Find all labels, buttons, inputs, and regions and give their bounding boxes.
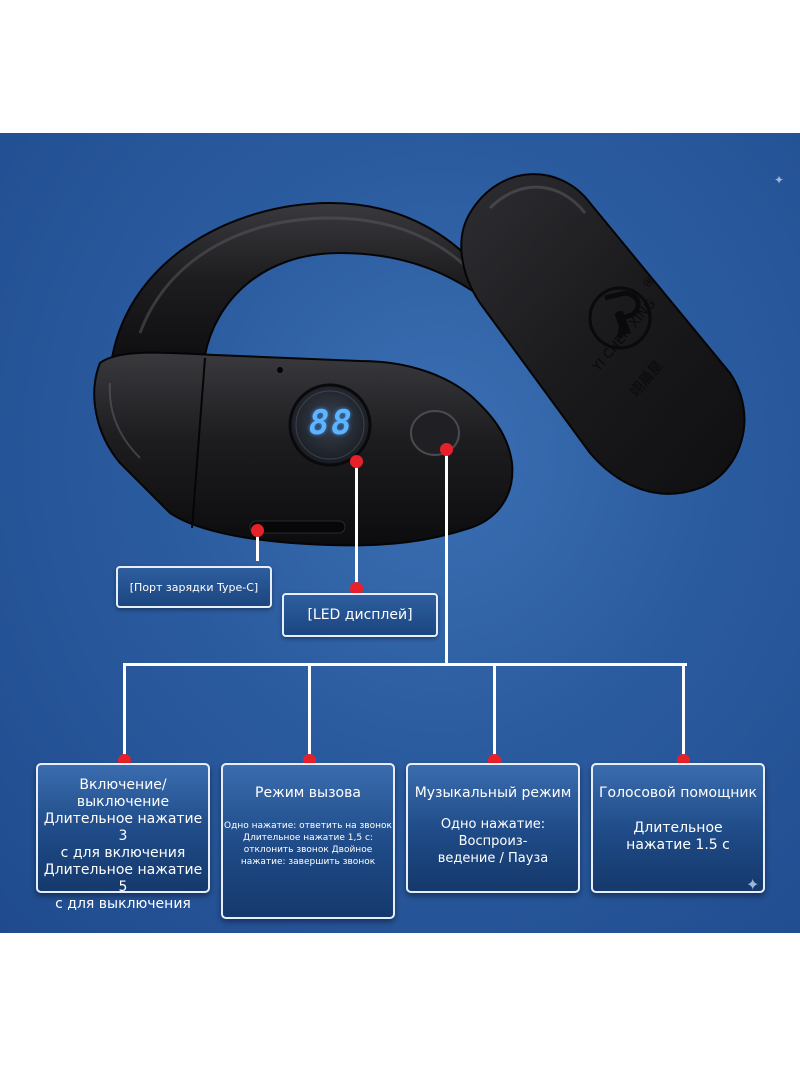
callout-line-branch-2 <box>308 663 311 760</box>
feature-line: с для выключения <box>55 896 191 912</box>
callout-line-branch-4 <box>682 663 685 760</box>
feature-line: Длительное <box>633 820 723 836</box>
feature-line: ведение / Пауза <box>437 851 549 866</box>
feature-line: Длительное нажатие 1,5 с: <box>243 833 373 843</box>
callout-line-charge-port <box>256 531 259 561</box>
brand-logo-icon <box>588 286 652 350</box>
product-panel: 88 ® YI CHEN XING 翊晨星 [Порт зарядки Type… <box>0 133 800 933</box>
feature-line: Одно нажатие: ответить на звонок <box>224 821 392 831</box>
feature-title: Голосовой помощник <box>599 785 757 801</box>
callout-dot-led-bottom <box>349 581 363 595</box>
feature-card-music: Музыкальный режим Одно нажатие: Воспроиз… <box>406 763 580 893</box>
feature-card-call: Режим вызова Одно нажатие: ответить на з… <box>221 763 395 919</box>
callout-line-horizontal <box>123 663 687 666</box>
ear-hook <box>108 201 521 375</box>
sparkle-icon: ✦ <box>774 173 785 187</box>
feature-line: отклонить звонок Двойное <box>243 845 373 855</box>
led-digits: 88 <box>304 403 357 443</box>
feature-line: нажатие 1.5 с <box>626 837 730 853</box>
speaker-pod <box>460 173 746 495</box>
feature-title: Включение/выключение <box>76 777 170 810</box>
callout-line-button-vertical <box>445 449 448 665</box>
callout-line-branch-1 <box>123 663 126 760</box>
sparkle-icon: ✦ <box>746 875 760 894</box>
feature-card-voice-assistant: Голосовой помощник Длительное нажатие 1.… <box>591 763 765 893</box>
led-display-label: [LED дисплей] <box>282 593 438 637</box>
feature-line: нажатие: завершить звонок <box>240 857 376 867</box>
feature-title: Режим вызова <box>255 785 361 801</box>
feature-line: Длительное нажатие 5 <box>43 862 203 895</box>
feature-line: Одно нажатие: Воспроиз- <box>440 817 546 849</box>
earphone-illustration <box>93 173 746 547</box>
feature-card-power: Включение/выключение Длительное нажатие … <box>36 763 210 912</box>
led-display-window <box>288 383 372 467</box>
type-c-port <box>249 520 346 534</box>
feature-title: Музыкальный режим <box>414 785 572 801</box>
callout-dot-button <box>439 442 453 456</box>
callout-dot-led-top <box>349 454 363 468</box>
callout-line-led <box>355 461 358 589</box>
charge-port-label: [Порт зарядки Type-C] <box>116 566 272 608</box>
feature-line: с для включения <box>60 845 186 861</box>
callout-dot-charge-port <box>250 523 264 537</box>
callout-line-branch-3 <box>493 663 496 760</box>
feature-line: Длительное нажатие 3 <box>43 811 203 844</box>
